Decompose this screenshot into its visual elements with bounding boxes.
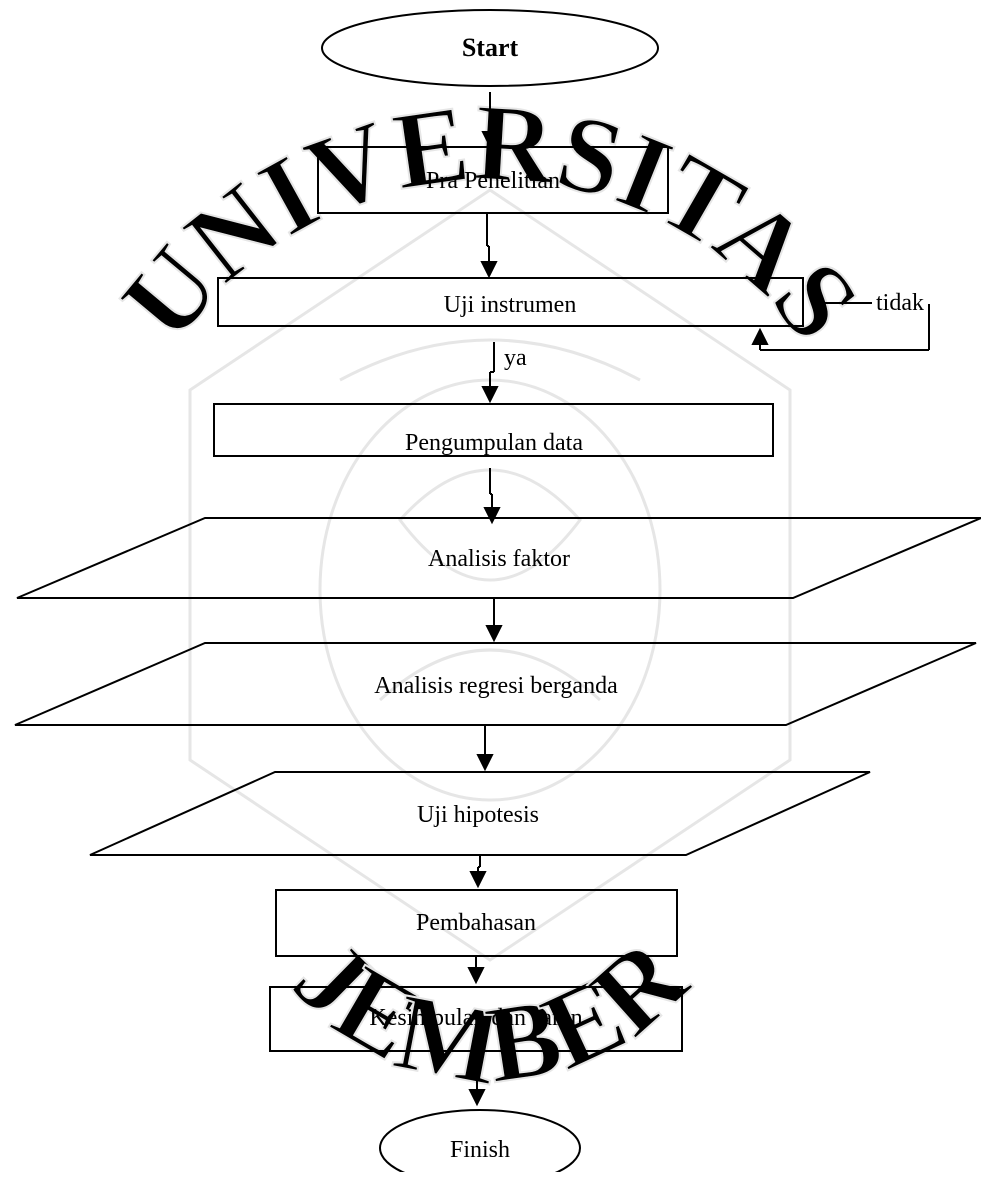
analisis-regresi-parallelogram xyxy=(14,642,977,726)
arrow-pra-to-uji-instrumen xyxy=(480,213,498,279)
pengumpulan-data-box xyxy=(213,403,774,457)
arrow-kesimpulan-to-finish xyxy=(468,1064,486,1107)
analisis-faktor-label: Analisis faktor xyxy=(428,546,570,572)
arrow-pembahasan-to-kesimpulan xyxy=(467,956,485,985)
watermark: UNIVERSITAS JEMBER xyxy=(97,79,884,1109)
uji-instrumen-box xyxy=(217,277,804,327)
uji-hipotesis-label: Uji hipotesis xyxy=(417,802,539,828)
kesimpulan-box xyxy=(269,986,683,1052)
analisis-regresi-label: Analisis regresi berganda xyxy=(374,673,618,699)
arrow-uji-to-pengumpulan xyxy=(481,342,499,404)
kesimpulan-label: Kesimpulan dan saran xyxy=(369,1005,582,1031)
arrow-faktor-to-regresi xyxy=(485,598,503,643)
finish-label: Finish xyxy=(450,1137,510,1163)
uji-hipotesis-parallelogram xyxy=(89,771,871,856)
analisis-faktor-parallelogram xyxy=(16,517,981,599)
pengumpulan-data-label: Pengumpulan data xyxy=(405,430,583,456)
pra-penelitian-box xyxy=(317,146,669,214)
start-terminal xyxy=(321,9,659,87)
tidak-label: tidak xyxy=(876,290,924,316)
pembahasan-label: Pembahasan xyxy=(416,910,536,936)
loop-tidak xyxy=(751,302,930,351)
pra-penelitian-label: Pra Penelitian xyxy=(426,168,560,194)
ya-label: ya xyxy=(504,345,527,371)
page-bottom-mask xyxy=(0,1172,981,1187)
arrow-regresi-to-hipotesis xyxy=(476,725,494,772)
uji-instrumen-label: Uji instrumen xyxy=(444,292,577,318)
arrow-pengumpulan-to-faktor xyxy=(483,468,501,525)
arrow-start-to-pra xyxy=(481,92,499,149)
arrow-hipotesis-to-pembahasan xyxy=(469,855,487,889)
start-label: Start xyxy=(462,33,519,62)
